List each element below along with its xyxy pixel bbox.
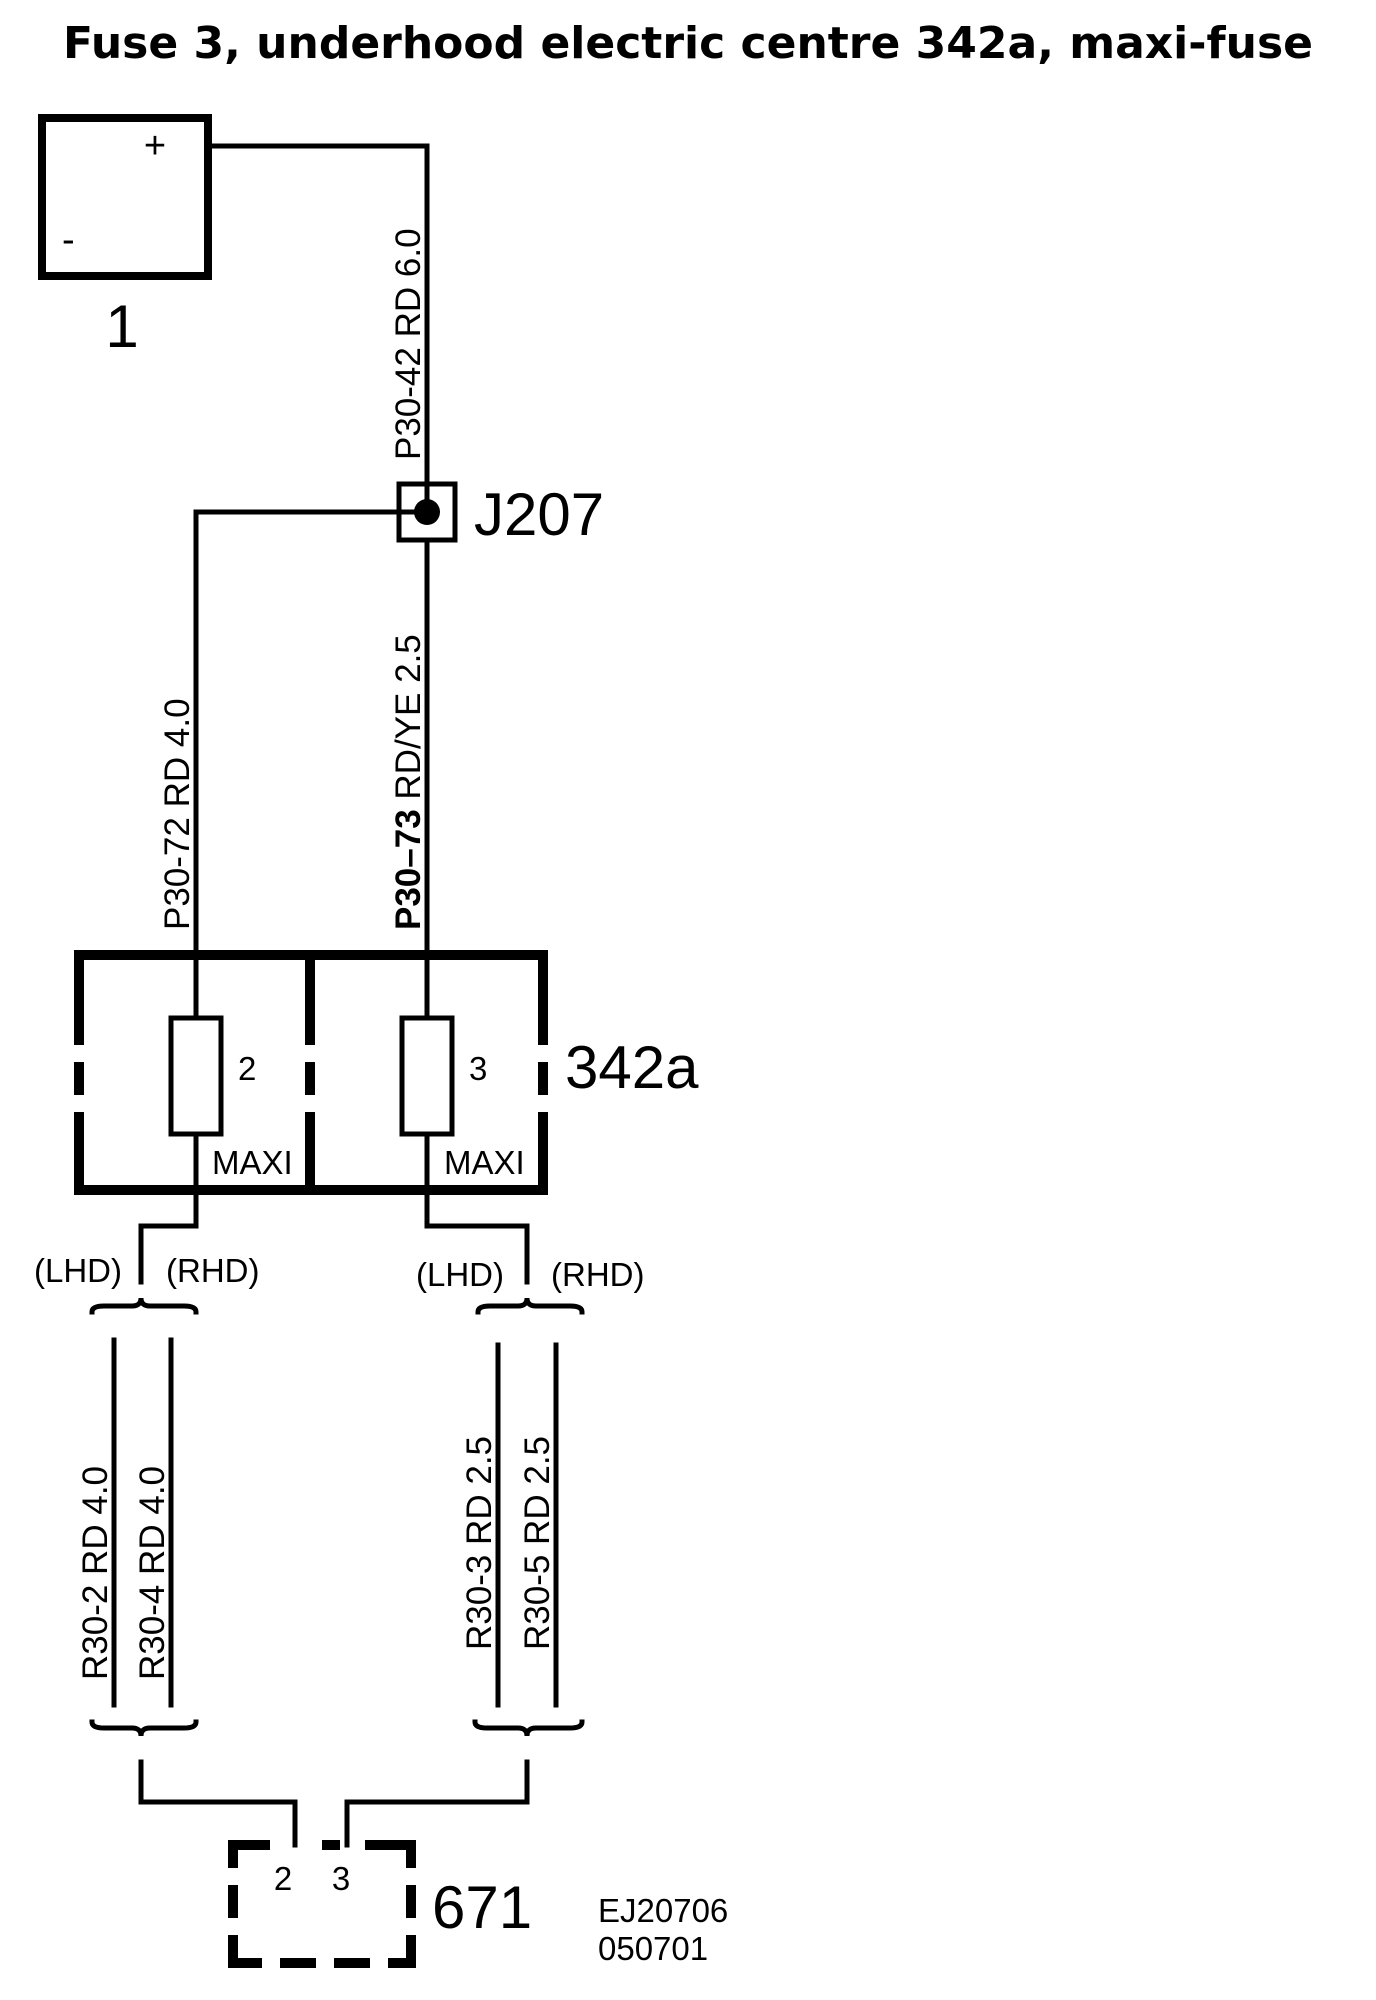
fuse-3-type: MAXI [444,1144,525,1181]
component-671-id: 671 [432,1874,532,1941]
wire-label-p30-42: P30-42 RD 6.0 [389,228,428,460]
merge-brace-right [344,1719,585,1848]
wire-p30-72 [193,509,417,958]
component-671-pin-2: 2 [274,1860,292,1897]
variant-rhd-fuse-3: (RHD) [551,1256,644,1293]
fuse-2: 2 MAXI [168,952,293,1193]
wire-label-r30-3: R30-3 RD 2.5 [460,1436,499,1650]
junction-j207: J207 [396,481,604,548]
component-671: 2 3 671 [228,1840,532,1968]
wire-label-p30-73: P30–73 RD/YE 2.5 [389,634,428,930]
reference-code: EJ20706 [598,1892,728,1929]
battery-component: + - 1 [38,114,212,360]
battery-plus-terminal: + [144,125,166,167]
wire-label-r30-2: R30-2 RD 4.0 [76,1466,115,1680]
fuse-box-342a: 342a [74,950,699,1195]
battery-minus-terminal: - [62,219,75,261]
fuse-2-number: 2 [238,1050,256,1087]
merge-brace-left [89,1719,298,1848]
variant-split-fuse-3 [424,1187,585,1315]
fuse-box-id: 342a [565,1034,699,1101]
fuse-3: 3 MAXI [399,952,525,1193]
wire-label-r30-4: R30-4 RD 4.0 [133,1466,172,1680]
variant-split-fuse-2 [89,1187,199,1315]
reference-date: 050701 [598,1930,708,1967]
component-671-pin-3: 3 [332,1860,350,1897]
fuse-2-type: MAXI [212,1144,293,1181]
fuse-3-number: 3 [469,1050,487,1087]
wire-label-r30-5: R30-5 RD 2.5 [518,1436,557,1650]
variant-rhd-fuse-2: (RHD) [166,1252,259,1289]
wire-p30-42 [205,143,430,503]
junction-id: J207 [474,481,604,548]
variant-lhd-fuse-2: (LHD) [34,1252,122,1289]
diagram-title: Fuse 3, underhood electric centre 342a, … [63,18,1313,69]
wire-label-p30-72: P30-72 RD 4.0 [158,698,197,930]
battery-id: 1 [105,293,138,360]
variant-lhd-fuse-3: (LHD) [416,1256,504,1293]
